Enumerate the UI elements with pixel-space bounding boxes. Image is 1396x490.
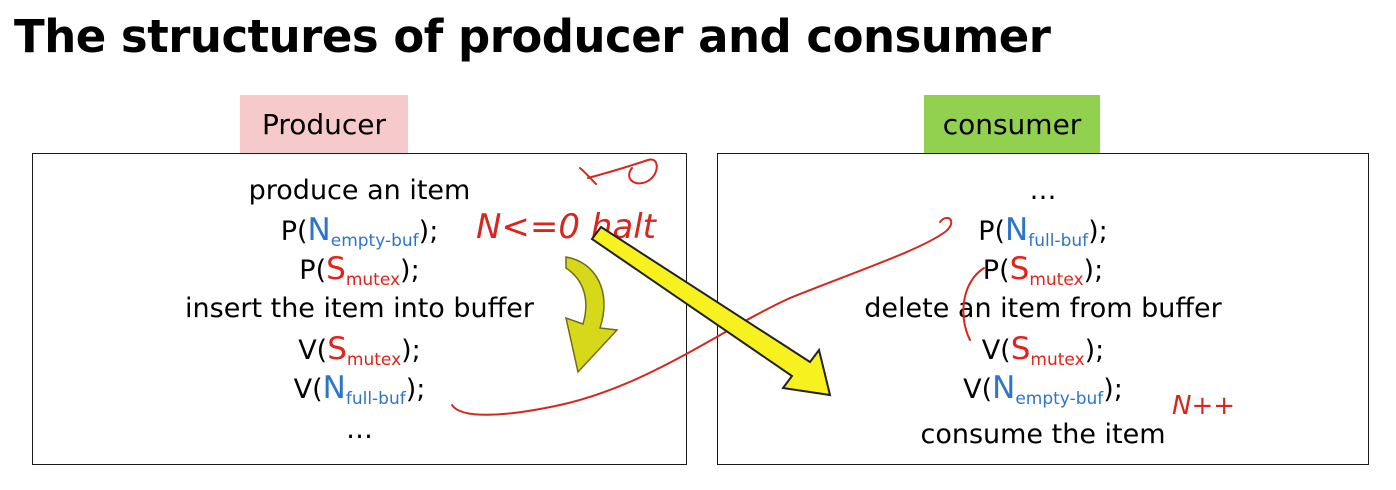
operation-suffix: );	[1088, 216, 1108, 247]
semaphore-name: N	[322, 370, 346, 406]
semaphore-subscript: mutex	[345, 270, 401, 290]
producer-label: Producer	[240, 95, 408, 154]
producer-code-box: produce an item P(Nempty-buf); P(Smutex)…	[32, 153, 687, 465]
consumer-label: consumer	[924, 95, 1100, 154]
slide-title: The structures of producer and consumer	[14, 10, 1051, 63]
consumer-line: P(Smutex);	[718, 250, 1368, 290]
consumer-line: delete an item from buffer	[718, 290, 1368, 328]
operation-suffix: );	[401, 335, 421, 366]
consumer-line: V(Nempty-buf);	[718, 369, 1368, 409]
semaphore-subscript: full-buf	[345, 389, 406, 409]
producer-line: insert the item into buffer	[33, 290, 686, 328]
operation-prefix: V(	[963, 374, 993, 405]
statement-text: delete an item from buffer	[864, 293, 1222, 324]
semaphore-subscript: mutex	[1029, 270, 1084, 290]
consumer-code-box: … P(Nfull-buf); P(Smutex); delete an ite…	[717, 153, 1369, 465]
producer-line: P(Nempty-buf);	[33, 211, 686, 251]
operation-suffix: );	[418, 216, 439, 247]
statement-text: produce an item	[248, 175, 471, 206]
consumer-line: …	[718, 172, 1368, 210]
semaphore-name: S	[327, 331, 347, 367]
operation-prefix: P(	[978, 216, 1006, 247]
producer-line: produce an item	[33, 172, 686, 210]
operation-prefix: V(	[298, 335, 328, 366]
producer-line: V(Smutex);	[33, 330, 686, 370]
operation-prefix: V(	[981, 335, 1011, 366]
semaphore-subscript: empty-buf	[1015, 389, 1104, 409]
statement-text: …	[346, 414, 373, 445]
operation-suffix: );	[400, 255, 420, 286]
semaphore-name: S	[1010, 331, 1031, 367]
semaphore-name: N	[307, 212, 331, 248]
operation-prefix: V(	[293, 374, 323, 405]
consumer-line: consume the item	[718, 416, 1368, 454]
semaphore-name: N	[992, 370, 1016, 406]
producer-line: P(Smutex);	[33, 250, 686, 290]
operation-suffix: );	[1084, 335, 1105, 366]
statement-text: consume the item	[920, 419, 1166, 450]
operation-suffix: );	[405, 374, 426, 405]
operation-prefix: P(	[299, 255, 327, 286]
semaphore-name: N	[1005, 212, 1029, 248]
operation-prefix: P(	[982, 255, 1010, 286]
semaphore-name: S	[1009, 251, 1030, 287]
operation-prefix: P(	[280, 216, 308, 247]
producer-line: …	[33, 411, 686, 449]
semaphore-subscript: mutex	[346, 350, 402, 370]
operation-suffix: );	[1103, 374, 1123, 405]
operation-suffix: );	[1083, 255, 1104, 286]
consumer-line: V(Smutex);	[718, 330, 1368, 370]
semaphore-subscript: empty-buf	[330, 231, 419, 251]
producer-line: V(Nfull-buf);	[33, 369, 686, 409]
semaphore-subscript: full-buf	[1028, 231, 1089, 251]
statement-text: insert the item into buffer	[185, 293, 534, 324]
semaphore-subscript: mutex	[1030, 350, 1085, 370]
semaphore-name: S	[326, 251, 346, 287]
statement-text: …	[1029, 175, 1057, 206]
consumer-line: P(Nfull-buf);	[718, 211, 1368, 251]
